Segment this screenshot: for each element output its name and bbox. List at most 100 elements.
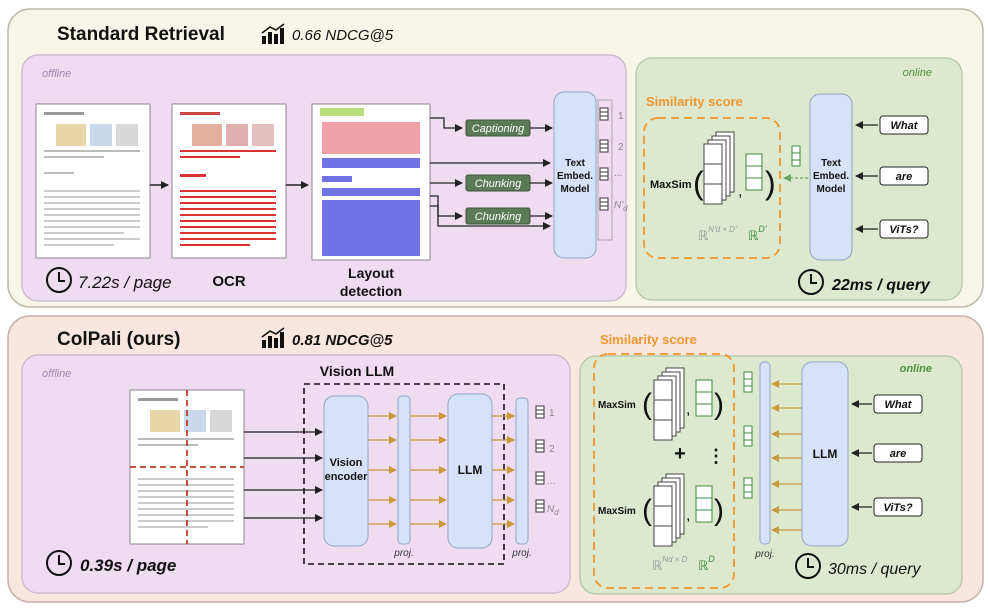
bottom-query-word-box bbox=[873, 497, 923, 517]
projection-layer-1 bbox=[397, 395, 411, 545]
ocr-label: OCR bbox=[212, 273, 246, 290]
bottom-out-2: 2 bbox=[549, 444, 555, 455]
vision-encoder bbox=[323, 395, 369, 547]
top-query-word-2: are bbox=[896, 171, 913, 183]
top-time-query: 22ms / query bbox=[831, 277, 931, 294]
top-similarity-box bbox=[643, 117, 781, 259]
vision-llm-label: Vision LLM bbox=[320, 363, 394, 379]
llm-label: LLM bbox=[458, 463, 483, 477]
bottom-similarity-box bbox=[593, 353, 735, 589]
bottom-out-3: ... bbox=[547, 476, 555, 487]
bottom-output-vectors bbox=[535, 405, 545, 513]
proj-label-1: proj. bbox=[393, 548, 413, 559]
top-query-embedding bbox=[745, 153, 763, 191]
plus-sign: + bbox=[674, 443, 686, 465]
bottom-maxsim-2: MaxSim bbox=[598, 506, 636, 517]
top-query-word-3: ViTs? bbox=[889, 224, 918, 236]
top-query-token-vector bbox=[791, 145, 801, 167]
bottom-query-word-box bbox=[873, 394, 923, 414]
online-proj-label: proj. bbox=[754, 549, 774, 560]
bottom-query-embedding bbox=[695, 485, 713, 523]
vision-llm-box bbox=[303, 383, 505, 565]
svg-text:(: ( bbox=[693, 165, 704, 201]
svg-text:): ) bbox=[714, 494, 724, 527]
svg-text:): ) bbox=[714, 388, 724, 421]
clock-icon bbox=[798, 269, 824, 295]
bottom-online-label: online bbox=[900, 363, 932, 375]
clock-icon bbox=[46, 550, 72, 576]
embed-label-2: Embed. bbox=[557, 171, 593, 182]
bottom-offline-label: offline bbox=[42, 368, 71, 380]
online-flow-arrows bbox=[771, 380, 802, 534]
top-out-3: ... bbox=[614, 168, 622, 179]
bottom-query-word-3: ViTs? bbox=[883, 502, 912, 514]
online-llm-block bbox=[801, 361, 849, 547]
embed-label-1: Text bbox=[565, 158, 585, 169]
top-similarity-label: Similarity score bbox=[646, 94, 743, 109]
layout-label-1: Layout bbox=[348, 265, 394, 281]
top-out-4: N'd bbox=[614, 200, 628, 213]
vision-label-1: Vision bbox=[330, 457, 363, 469]
layout-label-2: detection bbox=[340, 283, 402, 299]
svg-text:(: ( bbox=[642, 388, 652, 421]
vertical-dots: ⋮ bbox=[707, 446, 725, 466]
online-embed-label-2: Embed. bbox=[813, 171, 849, 182]
online-embed-label-1: Text bbox=[821, 158, 841, 169]
embed-label-3: Model bbox=[561, 184, 590, 195]
text-embed-model-online bbox=[809, 93, 853, 261]
top-time-page: 7.22s / page bbox=[78, 273, 172, 292]
svg-text:(: ( bbox=[642, 494, 652, 527]
svg-text:,: , bbox=[738, 183, 742, 200]
top-doc-embedding-stack bbox=[703, 131, 735, 205]
ocr-page-thumbnail bbox=[171, 103, 287, 259]
bottom-out-4: Nd bbox=[547, 504, 559, 517]
bottom-out-1: 1 bbox=[549, 408, 555, 419]
top-out-1: 1 bbox=[618, 111, 624, 122]
text-embed-model-offline bbox=[553, 91, 597, 259]
llm-block bbox=[447, 393, 493, 549]
top-offline-label: offline bbox=[42, 68, 71, 80]
bottom-query-word-2: are bbox=[890, 448, 907, 460]
captioning-label: Captioning bbox=[472, 123, 525, 135]
chart-icon bbox=[261, 327, 285, 348]
bottom-title: ColPali (ours) bbox=[57, 329, 181, 350]
bottom-score: 0.81 NDCG@5 bbox=[292, 332, 393, 349]
top-query-word-box bbox=[879, 166, 929, 186]
projection-layer-2 bbox=[515, 397, 529, 545]
bottom-query-word-box bbox=[873, 443, 923, 463]
chunking-label-2: Chunking bbox=[475, 211, 522, 223]
top-output-vectors bbox=[599, 107, 609, 211]
bottom-maxsim-1: MaxSim bbox=[598, 400, 636, 411]
bottom-time-query: 30ms / query bbox=[828, 561, 921, 578]
svg-text:,: , bbox=[686, 507, 690, 524]
bottom-time-page: 0.39s / page bbox=[80, 556, 176, 575]
bottom-query-token-vectors bbox=[743, 371, 753, 499]
online-llm-label: LLM bbox=[813, 447, 838, 461]
top-title: Standard Retrieval bbox=[57, 24, 225, 45]
bottom-similarity-label: Similarity score bbox=[600, 332, 697, 347]
top-maxsim: MaxSim bbox=[650, 179, 692, 191]
online-projection-layer bbox=[759, 361, 771, 545]
clock-icon bbox=[795, 553, 821, 579]
top-out-2: 2 bbox=[618, 142, 624, 153]
bottom-doc-embedding-stack bbox=[653, 473, 685, 547]
bottom-doc-embedding-stack bbox=[653, 367, 685, 441]
document-page-thumbnail bbox=[35, 103, 151, 259]
top-score: 0.66 NDCG@5 bbox=[292, 27, 394, 44]
bottom-query-word-1: What bbox=[885, 399, 913, 411]
chart-icon bbox=[261, 23, 285, 44]
proj-label-2: proj. bbox=[511, 548, 531, 559]
top-query-word-1: What bbox=[891, 120, 919, 132]
svg-text:,: , bbox=[686, 401, 690, 418]
vision-label-2: encoder bbox=[325, 471, 369, 483]
clock-icon bbox=[46, 267, 72, 293]
token-flow-arrows bbox=[368, 412, 515, 528]
svg-text:): ) bbox=[765, 165, 776, 201]
top-query-word-box bbox=[879, 219, 929, 239]
chunking-label-1: Chunking bbox=[475, 178, 522, 190]
online-embed-label-3: Model bbox=[817, 184, 846, 195]
bottom-query-embedding bbox=[695, 379, 713, 417]
patched-page-thumbnail bbox=[129, 389, 245, 545]
